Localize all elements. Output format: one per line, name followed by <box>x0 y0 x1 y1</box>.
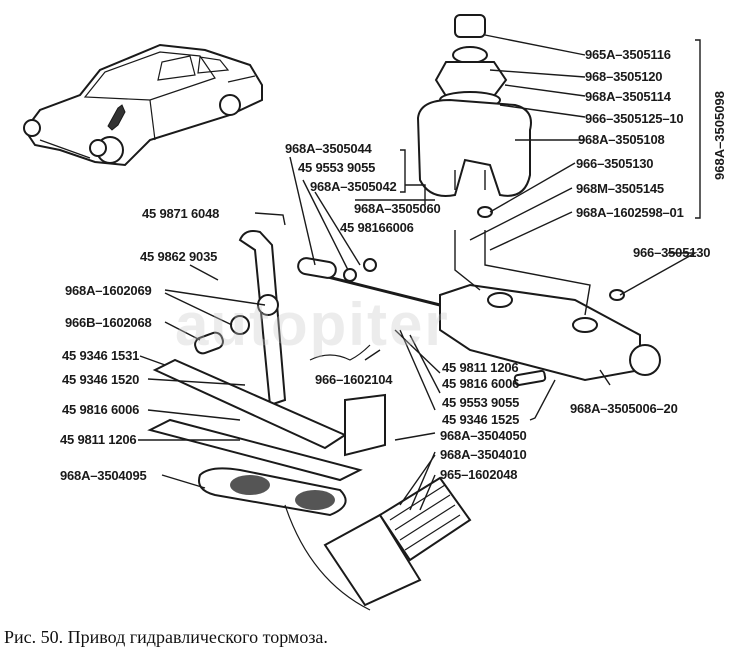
label-washer-top: 45 9553 9055 <box>298 160 376 175</box>
master-cylinder-drawing <box>439 206 661 387</box>
label-return-spring: 966–1602104 <box>315 372 393 387</box>
label-reservoir-seal: 966–3505130 <box>576 156 654 171</box>
label-washer-right: 45 9811 1206 <box>442 360 519 375</box>
label-reservoir-cap: 965A–3505116 <box>585 47 671 62</box>
label-sleeve: 966B–1602068 <box>65 315 152 330</box>
label-bolt-right: 45 9346 1525 <box>442 412 520 427</box>
label-reservoir-gasket: 966–3505125–10 <box>585 111 684 126</box>
label-bushing: 968A–1602069 <box>65 283 152 298</box>
label-washer-lower: 45 9811 1206 <box>60 432 137 447</box>
label-nut-top: 45 98166006 <box>340 220 414 235</box>
pushrod-drawing <box>194 257 441 361</box>
label-cotter-pin: 45 9871 6048 <box>142 206 220 221</box>
label-brake-pipe-a: 968A–1602598–01 <box>576 205 684 220</box>
pedal-assembly-drawing <box>147 230 472 611</box>
label-bolt-lower: 45 9346 1520 <box>62 372 140 387</box>
label-pushrod-assembly: 968A–3505060 <box>354 201 441 216</box>
figure-caption: Рис. 50. Привод гидравлического тормоза. <box>4 627 328 647</box>
label-lock-washer-right: 45 9553 9055 <box>442 395 520 410</box>
label-pushrod: 968A–3505042 <box>310 179 397 194</box>
label-bracket: 968A–3504050 <box>440 428 527 443</box>
label-reservoir-assembly: 968A–3505098 <box>712 91 727 180</box>
label-master-cylinder: 968A–3505006–20 <box>570 401 678 416</box>
label-brake-pedal: 968A–3504010 <box>440 447 527 462</box>
label-pedal-pad-left: 968A–3504095 <box>60 468 147 483</box>
label-filter-cup: 968–3505120 <box>585 69 663 84</box>
label-pushrod-fork: 968A–3505044 <box>285 141 372 156</box>
car-illustration <box>23 43 263 167</box>
leader-lines <box>138 34 701 511</box>
label-pivot-bolt: 45 9862 9035 <box>140 249 218 264</box>
reservoir-drawing <box>416 14 532 197</box>
label-brake-pipe-m: 968M–3505145 <box>576 181 664 196</box>
label-seal-right: 966–3505130 <box>633 245 711 260</box>
label-nut-lower: 45 9816 6006 <box>62 402 140 417</box>
label-stop-bolt: 45 9346 1531 <box>62 348 140 363</box>
label-reservoir-body: 968A–3505108 <box>578 132 665 147</box>
label-reservoir-nut: 968A–3505114 <box>585 89 671 104</box>
label-nut-right: 45 9816 6006 <box>442 376 520 391</box>
label-pedal-pad: 965–1602048 <box>440 467 518 482</box>
